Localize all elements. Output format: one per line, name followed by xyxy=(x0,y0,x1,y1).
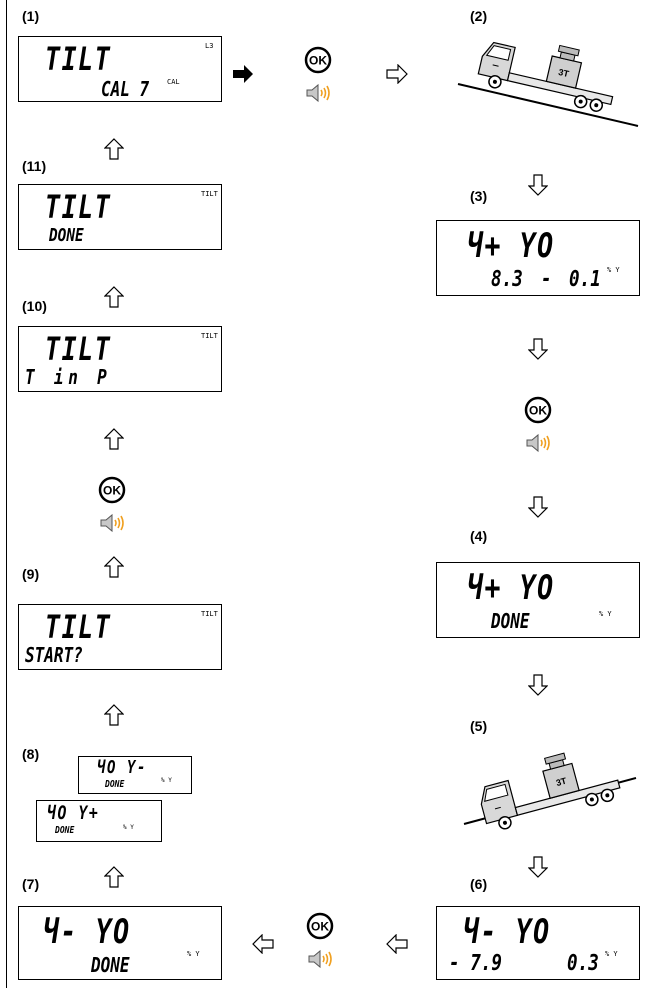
arrow-up-icon xyxy=(104,286,124,308)
arrow-up-icon xyxy=(104,428,124,450)
speaker-icon-3 xyxy=(98,512,128,534)
speaker-icon-2 xyxy=(524,432,554,454)
tilted-truck-illustration-up: 3T xyxy=(463,752,637,830)
arrow-down-icon xyxy=(528,338,548,360)
display-10: TILT T in P TILT xyxy=(18,326,222,392)
ok-button-icon-1: OK xyxy=(304,46,332,74)
step-label-2: (2) xyxy=(470,8,488,24)
step-label-5: (5) xyxy=(470,718,488,734)
step-label-7: (7) xyxy=(22,876,40,892)
arrow-down-icon xyxy=(528,496,548,518)
step-label-3: (3) xyxy=(470,188,488,204)
display-4: Ч+ YO DONE % Y xyxy=(436,562,640,638)
step-label-9: (9) xyxy=(22,566,40,582)
display-8b-line1: ЧO Y+ xyxy=(47,802,100,824)
display-10-line1: TILT xyxy=(45,330,112,368)
display-8b-sup: % Y xyxy=(123,824,134,831)
display-8a-line1: ЧO Y- xyxy=(97,757,148,778)
speaker-icon-1 xyxy=(304,82,334,104)
display-10-corner: TILT xyxy=(201,332,218,340)
display-8a: ЧO Y- DONE % Y xyxy=(78,756,192,794)
display-6-right: 0.3 xyxy=(567,951,599,976)
tilted-truck-illustration-down: 3T xyxy=(457,41,639,127)
ok-label-3: OK xyxy=(103,484,121,498)
display-11: TILT DONE TILT xyxy=(18,184,222,250)
display-3-mid: - xyxy=(541,267,552,292)
arrow-down-icon xyxy=(528,174,548,196)
display-3-sup: % Y xyxy=(607,266,620,274)
display-9-line2: START? xyxy=(25,643,83,667)
left-border-line xyxy=(6,0,7,988)
step-label-10: (10) xyxy=(22,298,47,314)
display-7-sup: % Y xyxy=(187,950,200,958)
arrow-up-icon xyxy=(104,704,124,726)
speaker-icon-4 xyxy=(306,948,336,970)
weight-label-2: 3T xyxy=(557,67,570,79)
arrow-up-icon xyxy=(104,866,124,888)
display-4-line1: Ч+ YO xyxy=(467,568,555,608)
arrow-left-icon xyxy=(386,934,408,954)
display-3-line1: Ч+ YO xyxy=(467,226,555,266)
arrow-up-icon xyxy=(104,138,124,160)
display-3-right: 0.1 xyxy=(569,267,601,292)
display-3-left: 8.3 xyxy=(491,267,523,292)
display-11-line2: DONE xyxy=(49,225,84,246)
step-label-11: (11) xyxy=(22,158,47,174)
display-6-line1: Ч- YO xyxy=(463,912,551,952)
ok-label-2: OK xyxy=(529,404,547,418)
ok-button-icon-3: OK xyxy=(98,476,126,504)
display-10-line2: T in P xyxy=(25,365,112,389)
display-8b-line2: DONE xyxy=(55,825,75,836)
ok-button-icon-4: OK xyxy=(306,912,334,940)
display-11-line1: TILT xyxy=(45,188,112,226)
display-4-sup: % Y xyxy=(599,610,612,618)
step-label-6: (6) xyxy=(470,876,488,892)
solid-arrow-right-icon xyxy=(233,65,253,83)
arrow-down-icon xyxy=(528,674,548,696)
display-9-corner: TILT xyxy=(201,610,218,618)
display-8a-sup: % Y xyxy=(161,777,172,784)
display-1: TILT CAL 7 CAL L3 xyxy=(18,36,222,102)
display-3: Ч+ YO 8.3 - 0.1 % Y xyxy=(436,220,640,296)
display-9: TILT START? TILT xyxy=(18,604,222,670)
display-7-line1: Ч- YO xyxy=(43,912,131,952)
arrow-right-icon xyxy=(386,64,408,84)
display-7-line2: DONE xyxy=(91,953,130,977)
display-11-corner: TILT xyxy=(201,190,218,198)
display-6: Ч- YO - 7.9 0.3 % Y xyxy=(436,906,640,980)
display-8a-line2: DONE xyxy=(105,779,125,790)
display-8b: ЧO Y+ DONE % Y xyxy=(36,800,162,842)
ok-label-4: OK xyxy=(311,920,329,934)
display-9-line1: TILT xyxy=(45,608,112,646)
ok-label-1: OK xyxy=(309,54,327,68)
display-1-corner: L3 xyxy=(205,42,214,50)
step-label-1: (1) xyxy=(22,8,40,24)
arrow-up-icon xyxy=(104,556,124,578)
display-6-sup: % Y xyxy=(605,950,618,958)
display-6-left: - 7.9 xyxy=(449,951,502,976)
weight-label-5: 3T xyxy=(555,775,568,788)
arrow-left-icon xyxy=(252,934,274,954)
arrow-down-icon xyxy=(528,856,548,878)
ok-button-icon-2: OK xyxy=(524,396,552,424)
step-label-4: (4) xyxy=(470,528,488,544)
display-7: Ч- YO DONE % Y xyxy=(18,906,222,980)
step-label-8: (8) xyxy=(22,746,40,762)
display-1-sup: CAL xyxy=(167,78,180,86)
display-1-line1: TILT xyxy=(45,40,112,78)
display-4-line2: DONE xyxy=(491,609,530,633)
display-1-line2: CAL 7 xyxy=(101,77,150,101)
